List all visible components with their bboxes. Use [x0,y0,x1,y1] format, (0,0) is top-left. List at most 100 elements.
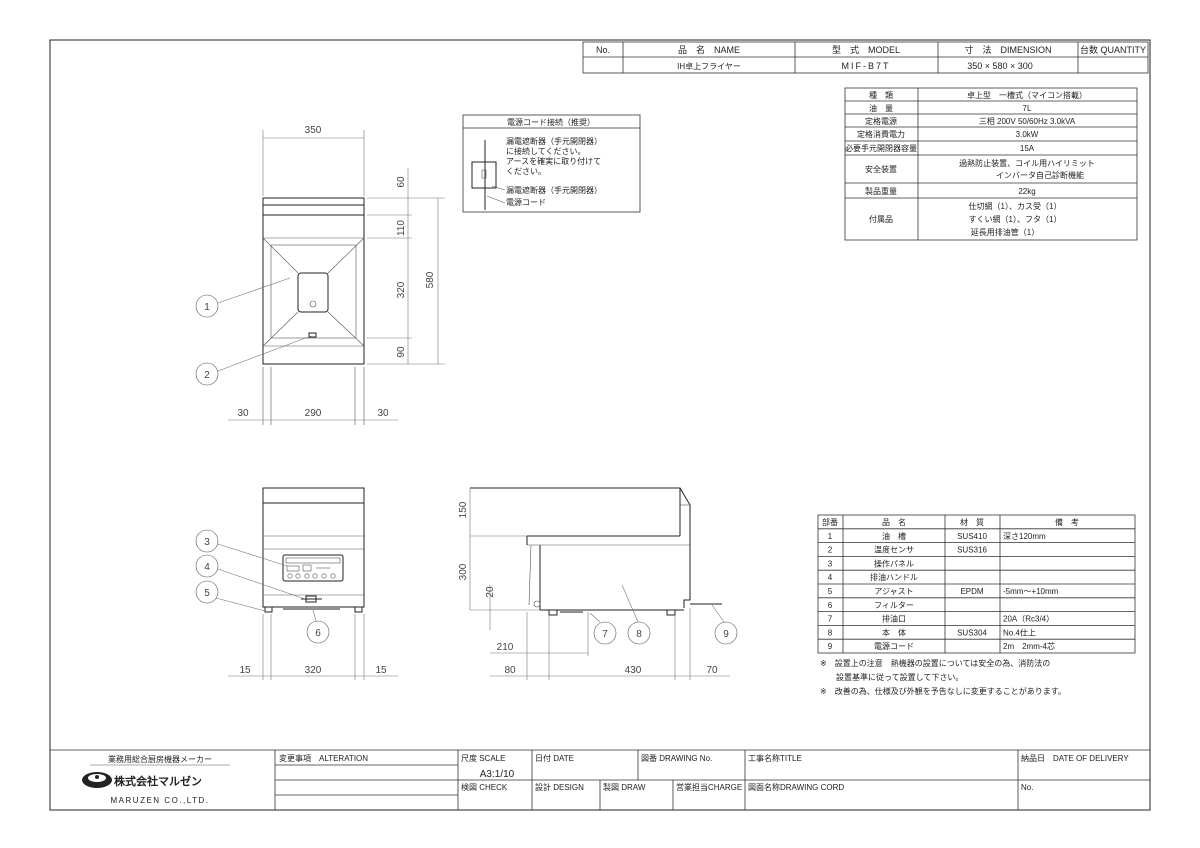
title-block: 業務用総合厨房機器メーカー 株式会社マルゼン MARUZEN CO.,LTD. … [50,749,1150,810]
callout-2: 2 [204,370,210,381]
header-col-no: No. [596,45,610,55]
part-material: EPDM [960,587,983,596]
dim-side-150: 150 [458,501,469,518]
scale-value: A3:1/10 [480,769,515,780]
note-line: ※ 改善の為、仕様及び外観を予告なしに変更することがあります。 [820,686,1066,696]
dim-side-210: 210 [497,642,514,653]
spec-value: 延長用排油管（1） [971,227,1039,237]
cord-note-line: 漏電遮断器（手元開閉器） [506,136,602,146]
callout-3: 3 [204,537,210,548]
scale-label: 尺度 SCALE [461,753,505,763]
company-logo [82,772,112,788]
dim-top-110: 110 [396,220,407,236]
product-name: IH卓上フライヤー [677,61,741,71]
cord-label: 電源コード [506,198,546,207]
cord-box-title: 電源コード接続（推奨） [507,117,595,127]
dim-side-20: 20 [485,586,496,598]
spec-value: 7L [1023,104,1032,113]
parts-col-no: 部番 [822,517,838,527]
header-col-dimension: 寸 法 DIMENSION [964,44,1051,55]
dim-front-left: 15 [239,665,251,676]
top-view: 350 60 110 320 90 580 30 290 30 1 2 [195,125,445,425]
product-dimension: 350 × 580 × 300 [967,61,1033,71]
note-line: ※ 設置上の注意 熱機器の設置については安全の為、消防法の [820,658,1050,668]
charge-label: 営業担当CHARGE [676,782,742,792]
drawing-cord-label: 図面名称DRAWING CORD [748,782,844,792]
parts-row: 8 本 体 SUS304 No.4仕上 [828,627,1036,637]
spec-value: 過熱防止装置、コイル用ハイリミット [959,158,1095,168]
callout-7: 7 [602,629,608,640]
part-remarks: 深さ120mm [1003,532,1046,541]
part-no: 5 [828,587,833,596]
callout-4: 4 [204,562,210,573]
note-line: 設置基準に従って設置して下さい。 [836,672,963,682]
part-no: 6 [828,601,833,610]
breaker-label: 漏電遮断器（手元開閉器） [506,185,602,195]
parts-col-remarks: 備 考 [1055,517,1079,527]
spec-value: 仕切網（1）、カス受（1） [969,201,1062,211]
company-name-jp: 株式会社マルゼン [114,774,202,788]
spec-label: 種 類 [869,90,893,100]
spec-label: 必要手元開閉器容量 [845,143,917,153]
part-name: 排油ハンドル [870,572,918,582]
part-name: 本 体 [882,627,906,637]
part-remarks: 2m 2mm-4芯 [1003,641,1055,651]
side-view: 150 300 20 210 80 430 70 7 8 9 [458,487,738,680]
parts-row: 9 電源コード 2m 2mm-4芯 [828,641,1055,651]
spec-value: すくい網（1）、フタ（1） [969,214,1062,224]
design-label: 設計 DESIGN [535,782,584,792]
callout-9: 9 [723,629,729,640]
part-name: 排油口 [882,614,906,624]
part-name: 温度センサ [874,545,914,555]
breaker-symbol [471,161,497,189]
cord-note-line: ください。 [506,167,546,176]
part-no: 9 [828,642,833,651]
dim-top-320: 320 [396,281,407,298]
front-view: 15 320 15 3 4 5 6 [195,487,398,680]
part-material: SUS304 [957,628,987,637]
dim-top-left: 30 [237,408,249,419]
dim-top-depth: 580 [425,271,436,288]
control-panel [282,554,344,582]
spec-label: 定格消費電力 [857,129,905,139]
part-no: 2 [828,546,833,555]
part-material: SUS410 [957,532,987,541]
spec-value: 3.0kW [1016,130,1039,139]
no-label: No. [1021,783,1033,792]
alteration-label: 変更事項 ALTERATION [279,753,368,763]
part-no: 8 [828,628,833,637]
company-name-en: MARUZEN CO.,LTD. [111,796,210,805]
part-no: 1 [828,532,833,541]
part-name: 電源コード [874,642,914,651]
dim-top-width: 350 [305,125,322,136]
part-remarks: No.4仕上 [1003,627,1036,637]
header-col-quantity: 台数 QUANTITY [1080,44,1146,55]
spec-table: 種 類 卓上型 一槽式（マイコン搭載） 油 量 7L 定格電源 三相 200V … [844,87,1138,241]
spec-label: 油 量 [869,103,893,113]
power-cord-note: 電源コード接続（推奨） 漏電遮断器（手元開閉器） に接続してください。 アースを… [462,114,641,213]
check-label: 検図 CHECK [461,782,508,792]
parts-col-material: 材 質 [960,517,984,527]
date-label: 日付 DATE [535,753,574,763]
callout-8: 8 [636,629,642,640]
header-col-model: 型 式 MODEL [832,44,900,55]
callout-circle [195,362,219,386]
parts-col-name: 品 名 [882,517,906,527]
header-col-name: 品 名 NAME [678,44,740,55]
draw-label: 製図 DRAW [603,782,646,792]
dim-top-right: 30 [377,408,389,419]
spec-label: 安全装置 [865,164,897,174]
product-model: MIF-B7T [842,61,891,71]
dim-side-300: 300 [458,563,469,580]
spec-value: 22kg [1018,187,1035,196]
dim-front-right: 15 [375,665,387,676]
part-no: 4 [828,573,833,582]
dim-side-70: 70 [706,665,718,676]
cord-note-line: に接続してください。 [506,146,586,156]
